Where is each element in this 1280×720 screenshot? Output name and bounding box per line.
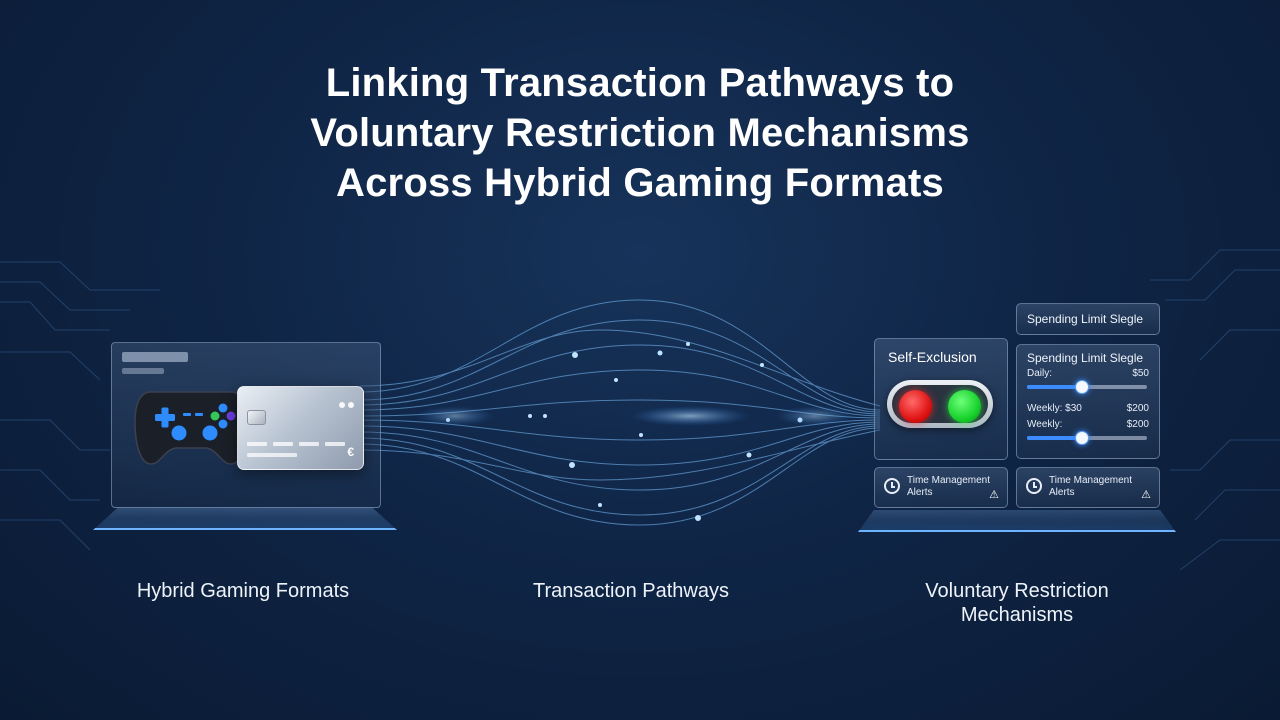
daily-value: $50 xyxy=(1132,368,1149,379)
caption-transaction-pathways: Transaction Pathways xyxy=(532,580,729,602)
self-exclusion-toggle[interactable] xyxy=(887,380,993,428)
time-alert-1-line-1: Time Management xyxy=(907,475,990,486)
clock-icon xyxy=(1026,478,1042,494)
weekly-row-2: Weekly: $200 xyxy=(1027,419,1149,430)
time-alert-2-line-1: Time Management xyxy=(1049,475,1132,486)
left-pedestal xyxy=(93,508,397,530)
euro-symbol: € xyxy=(347,445,354,459)
spending-limit-button[interactable]: Spending Limit Slegle xyxy=(1016,303,1160,335)
weekly-label-2: Weekly: xyxy=(1027,419,1063,430)
caption-hybrid-gaming-formats: Hybrid Gaming Formats xyxy=(136,580,350,602)
caption-voluntary-restriction: Voluntary Restriction Mechanisms xyxy=(867,579,1167,627)
panel-header-bar xyxy=(122,352,188,362)
weekly-row: Weekly: $30 $200 xyxy=(1027,403,1149,414)
time-alert-1-line-2: Alerts xyxy=(907,487,933,498)
caption-right-line-1: Voluntary Restriction xyxy=(925,580,1109,602)
credit-card-icon: € xyxy=(237,386,364,470)
circuit-lines-right xyxy=(1150,249,1280,571)
time-management-alert-1[interactable]: Time Management Alerts ⚠ xyxy=(874,467,1008,508)
daily-slider-fill xyxy=(1027,385,1081,389)
panel-subheader-bar xyxy=(122,368,164,374)
weekly-value: $200 xyxy=(1126,403,1149,414)
page-title: Linking Transaction Pathways to Voluntar… xyxy=(0,58,1280,208)
time-alert-2-line-2: Alerts xyxy=(1049,487,1075,498)
red-light-icon xyxy=(899,390,932,423)
weekly-slider[interactable] xyxy=(1027,431,1147,445)
spending-limit-button-label: Spending Limit Slegle xyxy=(1027,312,1144,326)
card-number xyxy=(247,433,351,451)
right-pedestal xyxy=(858,510,1176,532)
weekly-slider-knob[interactable] xyxy=(1075,431,1089,445)
clock-icon xyxy=(884,478,900,494)
time-management-alert-2[interactable]: Time Management Alerts ⚠ xyxy=(1016,467,1160,508)
title-line-3: Across Hybrid Gaming Formats xyxy=(336,161,944,205)
transaction-pathway-dots xyxy=(446,342,803,521)
spending-limit-card: Spending Limit Slegle Daily: $50 Weekly:… xyxy=(1016,344,1160,459)
gamepad-icon xyxy=(134,391,248,465)
circuit-lines-left xyxy=(0,261,160,551)
card-dots xyxy=(336,395,354,413)
green-light-icon xyxy=(948,390,981,423)
daily-row: Daily: $50 xyxy=(1027,368,1149,379)
self-exclusion-panel: Self-Exclusion xyxy=(874,338,1008,460)
spending-limit-title: Spending Limit Slegle xyxy=(1027,351,1144,365)
card-holder-line xyxy=(247,453,297,457)
weekly-label: Weekly: $30 xyxy=(1027,403,1082,414)
warning-icon: ⚠ xyxy=(989,489,999,501)
weekly-slider-fill xyxy=(1027,436,1081,440)
warning-icon: ⚠ xyxy=(1141,489,1151,501)
caption-right-line-2: Mechanisms xyxy=(960,604,1074,626)
daily-slider[interactable] xyxy=(1027,380,1147,394)
title-line-2: Voluntary Restriction Mechanisms xyxy=(310,111,970,155)
title-line-1: Linking Transaction Pathways to xyxy=(325,61,955,105)
self-exclusion-label: Self-Exclusion xyxy=(888,349,977,365)
card-chip xyxy=(247,410,266,425)
weekly-value-2: $200 xyxy=(1126,419,1149,430)
daily-label: Daily: xyxy=(1027,368,1053,379)
daily-slider-knob[interactable] xyxy=(1075,380,1089,394)
